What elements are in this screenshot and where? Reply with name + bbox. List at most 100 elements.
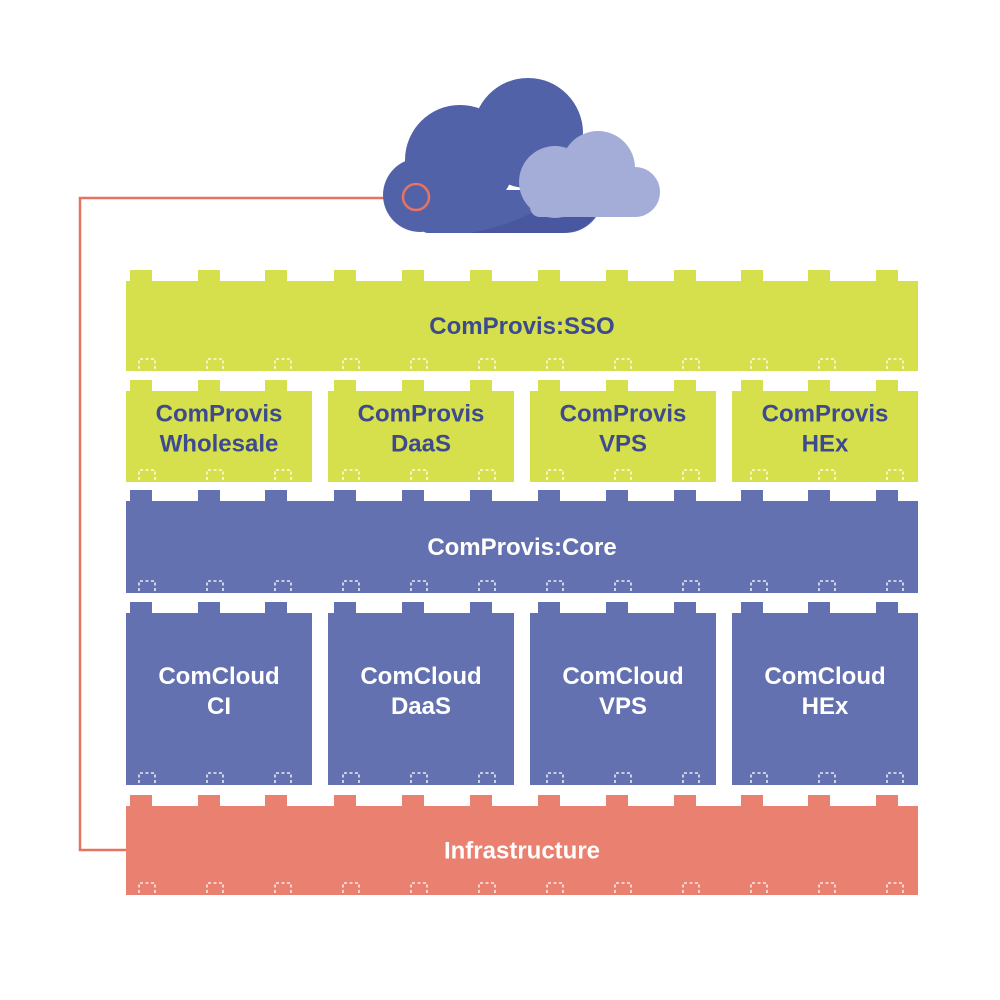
connector-notch [750, 580, 768, 591]
connector-notch [886, 882, 904, 893]
connector-notch [818, 580, 836, 591]
connector-notch [682, 772, 700, 783]
cloud-icon [383, 78, 660, 233]
block-label: ComProvis:Core [427, 534, 616, 561]
connector-notch [546, 580, 564, 591]
block-label: Wholesale [160, 431, 279, 458]
connector-notch [614, 580, 632, 591]
block-label: ComCloud [158, 663, 279, 690]
connector-notch [818, 469, 836, 480]
connector-notch [138, 358, 156, 369]
block-label: DaaS [391, 431, 451, 458]
connector-notch [682, 358, 700, 369]
connector-notch [410, 882, 428, 893]
connector-notch [546, 772, 564, 783]
connector-notch [342, 772, 360, 783]
connector-notch [546, 882, 564, 893]
connector-notch [614, 469, 632, 480]
connector-notch [274, 882, 292, 893]
block-shape [328, 602, 514, 785]
connector-notch [206, 772, 224, 783]
connector-line [78, 196, 402, 852]
block-shape [126, 602, 312, 785]
block-infrastructure: Infrastructure [126, 795, 918, 895]
connector-notch [410, 772, 428, 783]
block-label: VPS [599, 431, 647, 458]
connector-notch [138, 772, 156, 783]
block-shape [126, 380, 312, 482]
connector-notch [614, 772, 632, 783]
connector-notch [546, 358, 564, 369]
connector-notch [478, 358, 496, 369]
connector-notch [138, 882, 156, 893]
connector-notch [682, 882, 700, 893]
connector-notch [478, 882, 496, 893]
connector-notch [410, 580, 428, 591]
block-label: CI [207, 693, 231, 720]
block-shape [126, 490, 918, 593]
block-label: ComProvis:SSO [429, 313, 614, 340]
block-shape [530, 602, 716, 785]
layer-core: ComProvis:Core [126, 490, 918, 593]
connector-notch [274, 469, 292, 480]
connector-notch [410, 469, 428, 480]
block-shape [732, 602, 918, 785]
block-label: HEx [802, 693, 849, 720]
connector-notch [682, 580, 700, 591]
connector-notch [886, 358, 904, 369]
connector-notch [886, 580, 904, 591]
connector-notch [478, 469, 496, 480]
block-label: ComProvis [762, 401, 889, 428]
connector-notch [206, 469, 224, 480]
connector-notch [614, 882, 632, 893]
block-shape [126, 270, 918, 371]
connector-notch [750, 882, 768, 893]
block-label: ComCloud [360, 663, 481, 690]
layer-cloud: ComCloudCIComCloudDaaSComCloudVPSComClou… [126, 602, 918, 785]
connector-notch [614, 358, 632, 369]
block-label: ComProvis [358, 401, 485, 428]
block-label: HEx [802, 431, 849, 458]
block-shape [126, 795, 918, 895]
connector-notch [546, 469, 564, 480]
block-shape [732, 380, 918, 482]
block-shape [328, 380, 514, 482]
block-shape [530, 380, 716, 482]
connector-notch [274, 580, 292, 591]
block-label: DaaS [391, 693, 451, 720]
block-label: ComCloud [764, 663, 885, 690]
layer-provis: ComProvisWholesaleComProvisDaaSComProvis… [126, 380, 918, 482]
connector-notch [138, 469, 156, 480]
connector-notch [206, 580, 224, 591]
connector-notch [410, 358, 428, 369]
block-comprovis-core: ComProvis:Core [126, 490, 918, 593]
connector-notch [818, 358, 836, 369]
block-comprovis-sso: ComProvis:SSO [126, 270, 918, 371]
connector-notch [274, 772, 292, 783]
block-label: VPS [599, 693, 647, 720]
connector-node [401, 182, 431, 212]
layer-infra: Infrastructure [126, 795, 918, 895]
connector-notch [682, 469, 700, 480]
connector-notch [886, 772, 904, 783]
layer-sso: ComProvis:SSO [126, 270, 918, 371]
block-label: ComProvis [560, 401, 687, 428]
connector-notch [750, 772, 768, 783]
connector-notch [274, 358, 292, 369]
block-label: ComProvis [156, 401, 283, 428]
block-label: Infrastructure [444, 838, 600, 865]
connector-notch [818, 882, 836, 893]
connector-notch [886, 469, 904, 480]
connector-notch [750, 469, 768, 480]
connector-notch [206, 882, 224, 893]
connector-notch [138, 580, 156, 591]
